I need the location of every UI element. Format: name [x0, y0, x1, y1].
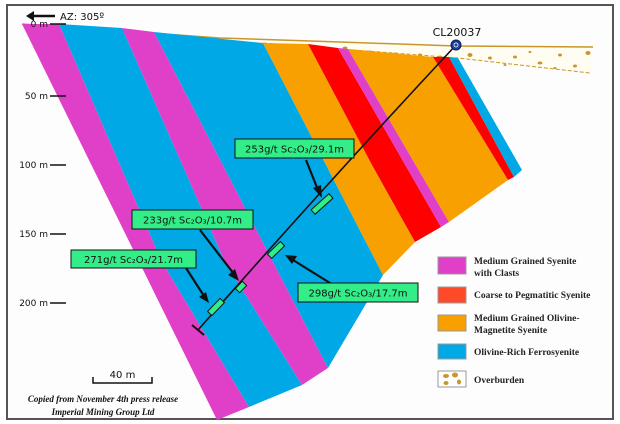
- legend-swatch-syenite-clasts: [437, 256, 467, 275]
- legend-swatch-pegmatitic: [437, 286, 467, 304]
- depth-axis: 0 m 50 m 100 m 150 m 200 m: [19, 20, 66, 309]
- azimuth-label: AZ: 305º: [60, 12, 104, 23]
- drillhole-id: CL20037: [433, 26, 482, 39]
- legend-swatch-olivine-magnetite: [437, 314, 467, 332]
- depth-label-100: 100 m: [19, 161, 48, 171]
- stratum-magenta-2: [122, 28, 328, 385]
- azimuth-indicator: AZ: 305º: [26, 11, 104, 23]
- svg-text:Medium Grained Olivine-: Medium Grained Olivine-: [474, 314, 580, 324]
- stratum-orange-2: [348, 49, 508, 222]
- legend-swatch-ferrosyenite: [437, 343, 467, 360]
- svg-text:Copied from November 4th press: Copied from November 4th press release: [28, 394, 178, 404]
- intercept-label-3: 271g/t Sc₂O₃/21.7m: [70, 249, 197, 269]
- scale-bar: 40 m: [92, 370, 153, 384]
- svg-text:253g/t Sc₂O₃/29.1m: 253g/t Sc₂O₃/29.1m: [245, 145, 344, 156]
- svg-text:40 m: 40 m: [110, 370, 136, 381]
- intercept-label-4: 298g/t Sc₂O₃/17.7m: [297, 282, 419, 303]
- svg-text:298g/t Sc₂O₃/17.7m: 298g/t Sc₂O₃/17.7m: [308, 289, 407, 300]
- svg-text:Magnetite Syenite: Magnetite Syenite: [474, 326, 547, 336]
- stratum-red-1: [308, 44, 441, 242]
- caption: Copied from November 4th press release I…: [28, 394, 178, 417]
- stratum-blue-3: [449, 57, 522, 177]
- stratum-orange-1: [263, 43, 415, 275]
- intercept-label-1: 253g/t Sc₂O₃/29.1m: [234, 138, 355, 159]
- depth-label-0: 0 m: [31, 20, 48, 30]
- depth-label-200: 200 m: [19, 299, 48, 309]
- stratum-red-2: [433, 57, 514, 180]
- svg-text:Medium Grained Syenite: Medium Grained Syenite: [474, 257, 576, 267]
- svg-text:Olivine-Rich Ferrosyenite: Olivine-Rich Ferrosyenite: [474, 348, 579, 358]
- legend: Medium Grained Syenite with Clasts Coars…: [437, 256, 590, 388]
- intercept-label-2: 233g/t Sc₂O₃/10.7m: [131, 209, 254, 230]
- svg-text:Overburden: Overburden: [474, 376, 525, 386]
- intercept-arrows: [185, 159, 331, 303]
- svg-text:Imperial Mining Group Ltd: Imperial Mining Group Ltd: [51, 407, 155, 417]
- intercept-bar: [310, 193, 334, 215]
- stratum-magenta-3: [338, 48, 449, 227]
- svg-text:Coarse to Pegmatitic Syenite: Coarse to Pegmatitic Syenite: [474, 291, 590, 301]
- depth-label-50: 50 m: [25, 92, 48, 102]
- legend-swatch-overburden: [437, 370, 467, 388]
- svg-text:with Clasts: with Clasts: [474, 269, 519, 279]
- intercept-bar: [234, 280, 248, 294]
- intercept-bar: [266, 240, 286, 260]
- svg-text:233g/t Sc₂O₃/10.7m: 233g/t Sc₂O₃/10.7m: [143, 216, 242, 227]
- collar-icon: [450, 39, 462, 51]
- depth-label-150: 150 m: [19, 230, 48, 240]
- intercept-bar: [206, 297, 226, 317]
- svg-text:271g/t Sc₂O₃/21.7m: 271g/t Sc₂O₃/21.7m: [84, 255, 183, 266]
- drillhole: CL20037: [191, 26, 482, 336]
